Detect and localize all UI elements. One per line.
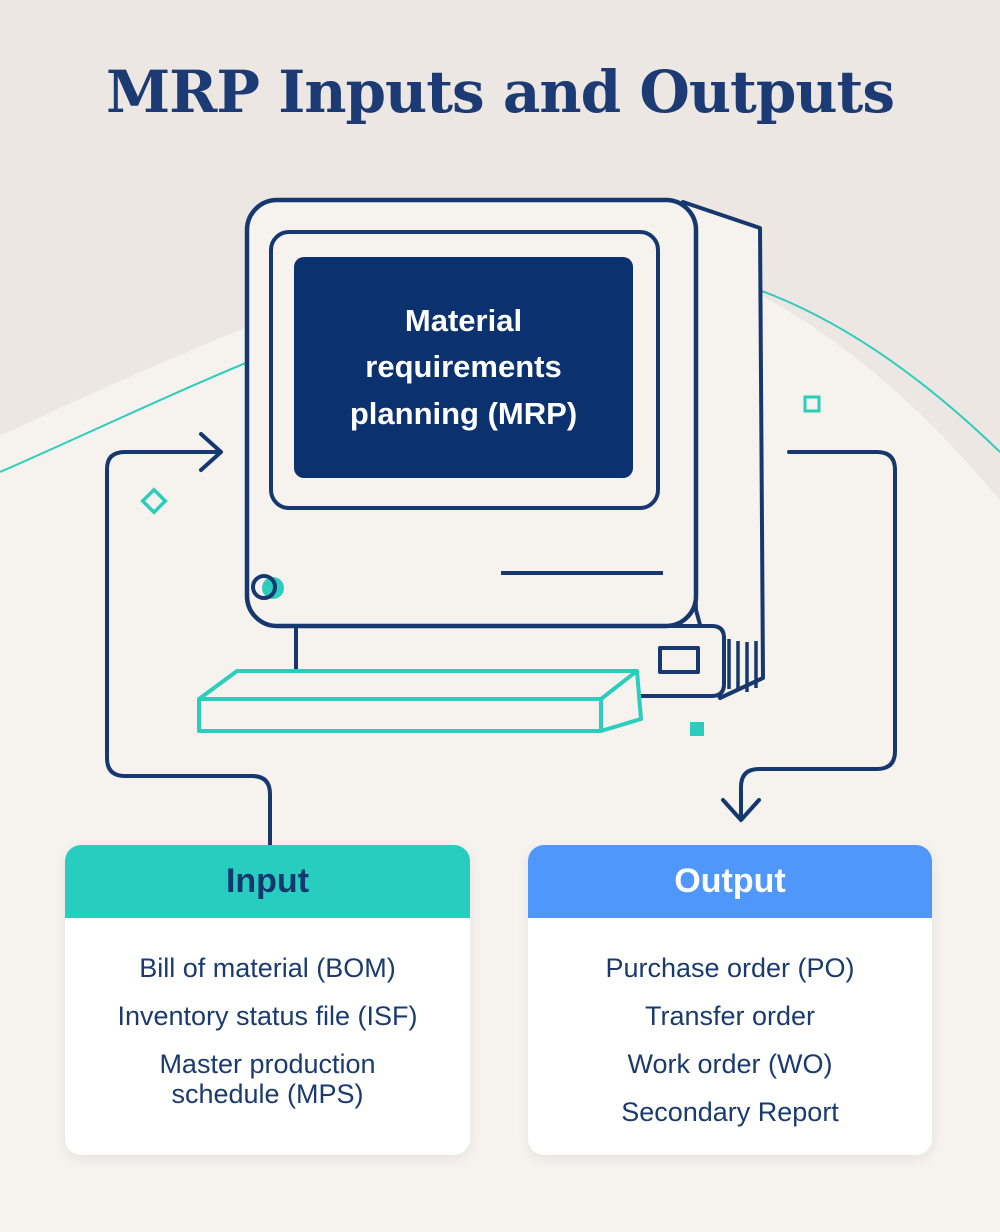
output-card-body: Purchase order (PO) Transfer order Work … [528,918,932,1136]
vent-lines-icon [727,639,758,692]
input-card-title: Input [225,862,310,900]
page-title: MRP Inputs and Outputs [105,58,895,126]
output-item: Work order (WO) [627,1049,833,1079]
input-item: Inventory status file (ISF) [117,1001,418,1031]
output-item: Transfer order [644,1001,816,1031]
monitor-screen [294,257,633,478]
diamond-icon [140,487,168,515]
input-arrow [105,432,272,847]
arrow-head-right-icon [199,432,223,472]
input-card-body: Bill of material (BOM) Inventory status … [65,918,470,1118]
square-outline-icon [803,395,821,413]
output-card-header: Output [528,845,932,918]
floppy-slot [658,646,700,674]
output-card-title: Output [674,862,786,900]
output-item: Secondary Report [621,1097,839,1127]
input-card-header: Input [65,845,470,918]
input-item: Master production schedule (MPS) [159,1049,376,1109]
input-item: Bill of material (BOM) [139,953,396,983]
screen-label-text: Material requirements planning (MRP) [349,302,578,431]
monitor-screen-label: Material requirements planning (MRP) [294,257,633,478]
output-arrow [721,450,897,822]
power-button-icon [251,574,284,600]
monitor-bezel [269,230,660,510]
output-card: Output Purchase order (PO) Transfer orde… [528,845,932,1155]
output-item: Purchase order (PO) [605,953,855,983]
arrow-head-down-icon [721,798,761,822]
computer-icon [197,197,765,733]
keyboard-icon [197,669,643,733]
square-filled-icon [690,722,704,736]
input-card: Input Bill of material (BOM) Inventory s… [65,845,470,1155]
